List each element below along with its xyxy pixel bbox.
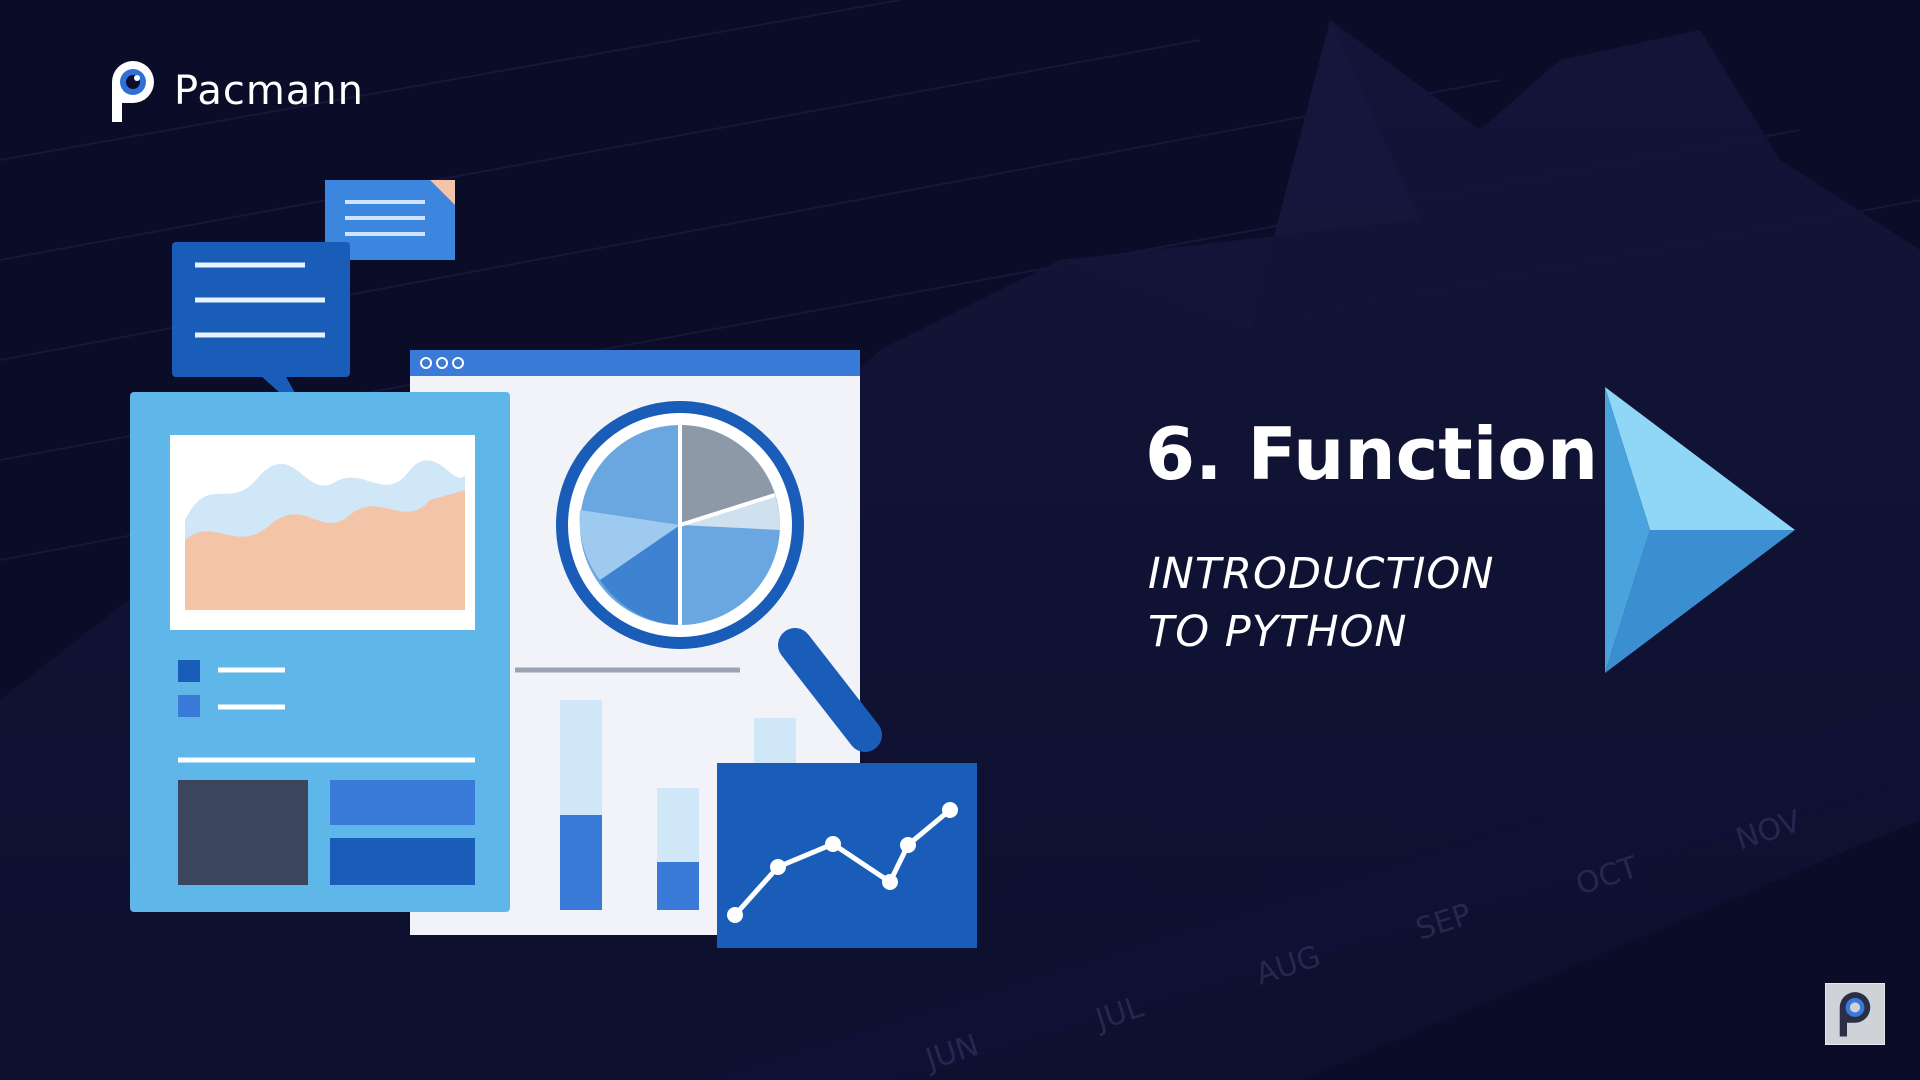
slide-subtitle: INTRODUCTION TO PYTHON [1148,545,1494,661]
magnifier-icon [556,401,882,752]
pacmann-p-logo-icon [112,61,154,122]
data-analytics-illustration [130,180,977,948]
brand-name: Pacmann [174,68,365,114]
pacmann-watermark-icon [1825,983,1885,1045]
brand-logo: Pacmann [108,58,364,124]
slide-title: 6. Function [1145,412,1599,496]
subtitle-line: TO PYTHON [1148,607,1408,657]
subtitle-line: INTRODUCTION [1148,549,1495,599]
dashboard-card-icon [130,392,510,912]
play-arrow-icon [1605,387,1795,673]
line-chart-card-icon [717,763,977,948]
